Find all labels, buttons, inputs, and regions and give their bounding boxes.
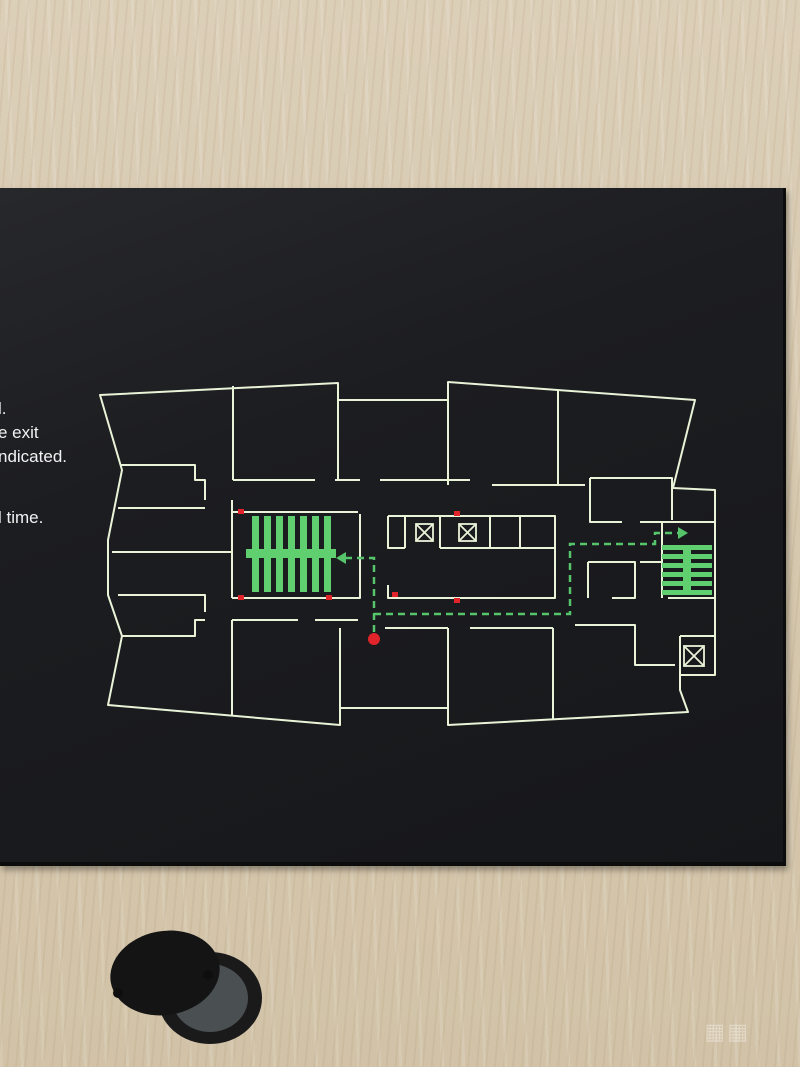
stairs-icon <box>662 545 712 595</box>
exit-arrow-icon <box>336 527 688 564</box>
evacuation-sign <box>0 188 786 866</box>
stairs-icon <box>246 516 336 592</box>
watermark: ▦▦ <box>704 1020 750 1045</box>
exit-route <box>345 531 678 632</box>
floor-outline <box>99 381 716 726</box>
you-are-here-icon <box>368 633 380 645</box>
extinguisher-icon <box>238 509 460 603</box>
instruction-line-1: l. <box>0 399 7 418</box>
sign-instructions: l. e exit ndicated. l time. <box>0 397 96 537</box>
instruction-line-5: l time. <box>0 508 44 527</box>
instruction-line-3: ndicated. <box>0 447 67 466</box>
elevator-icon <box>415 523 705 667</box>
instruction-line-2: e exit <box>0 423 39 442</box>
door-peephole <box>110 930 262 1044</box>
